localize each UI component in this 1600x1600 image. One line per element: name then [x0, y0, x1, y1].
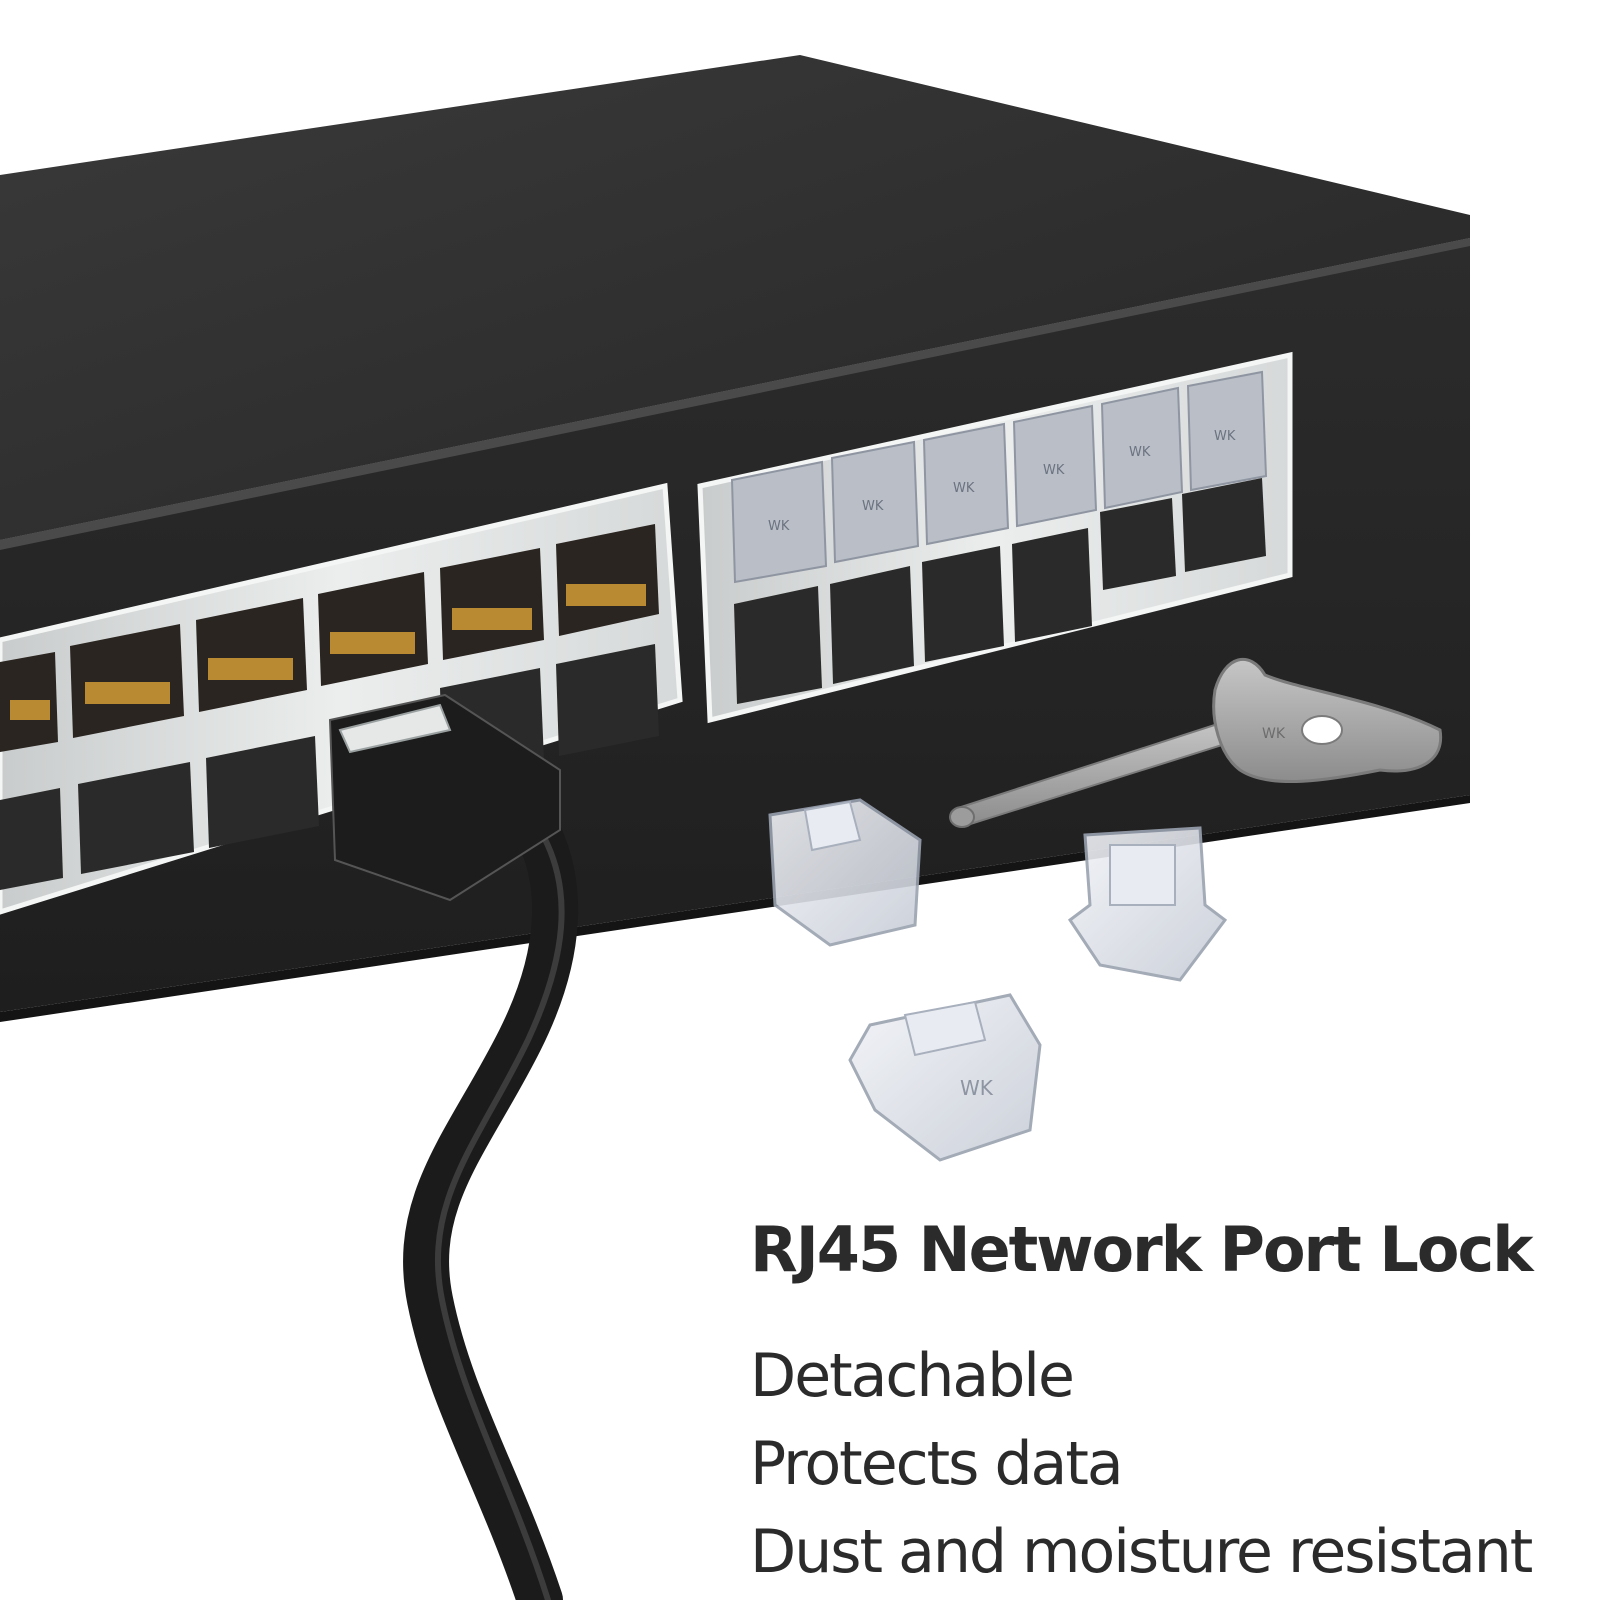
- gold-contacts: [330, 632, 415, 654]
- gold-contacts: [452, 608, 532, 630]
- key-brand-mark: WK: [1262, 726, 1286, 742]
- feature-detachable: Detachable: [750, 1341, 1075, 1411]
- feature-protects-data: Protects data: [750, 1429, 1124, 1499]
- gold-contacts: [566, 584, 646, 606]
- port-lock-inserted: [1012, 404, 1098, 528]
- loose-port-lock-bottom: WK: [848, 993, 1042, 1162]
- lock-latch: [803, 800, 862, 852]
- port-lock-inserted: [1186, 370, 1268, 492]
- key-tip: [949, 806, 975, 828]
- rj45-port: [1100, 498, 1176, 590]
- rj45-port: [922, 546, 1004, 662]
- lock-brand-mark: WK: [953, 481, 975, 496]
- gold-contacts: [208, 658, 293, 680]
- cable-wire-highlight: [435, 827, 565, 1600]
- rj45-plug-boot: [328, 693, 561, 902]
- rj45-port: [70, 624, 184, 738]
- rj45-port: [440, 548, 544, 660]
- left-upper-port-row: [0, 524, 659, 752]
- loose-port-lock-side: [1067, 826, 1228, 982]
- left-port-panel: [0, 482, 683, 915]
- lock-latch: [903, 1000, 987, 1057]
- gold-contacts: [85, 682, 170, 704]
- lock-brand-mark: WK: [768, 519, 790, 534]
- rj45-plug-clip: [338, 703, 452, 754]
- product-headline: RJ45 Network Port Lock: [750, 1213, 1533, 1286]
- rj45-port: [318, 572, 428, 686]
- switch-front-edge-highlight: [0, 238, 1470, 550]
- feature-dust-moisture: Dust and moisture resistant: [750, 1517, 1533, 1587]
- switch-top-surface: [0, 55, 1470, 540]
- rj45-port: [556, 524, 659, 636]
- release-key: WK: [949, 657, 1443, 828]
- rj45-port: [830, 566, 914, 684]
- ethernet-cable: [328, 693, 579, 1600]
- lock-body: [768, 798, 922, 947]
- lock-brand-marks: WK WK WK WK WK WK: [768, 429, 1236, 534]
- port-lock-inserted: [830, 440, 920, 564]
- rj45-port: [78, 762, 194, 874]
- rj45-port: [206, 736, 319, 848]
- rj45-port: [734, 586, 822, 704]
- lock-brand-mark: WK: [960, 1076, 994, 1100]
- right-port-panel: WK WK WK WK WK WK: [697, 351, 1293, 724]
- cable-wire: [403, 792, 579, 1600]
- right-lower-port-row: [734, 528, 1092, 704]
- port-lock-inserted: [922, 422, 1010, 546]
- rj45-port: [196, 598, 307, 712]
- lock-body: [848, 993, 1042, 1162]
- rj45-port: [1012, 528, 1092, 642]
- lock-brand-mark: WK: [1043, 463, 1065, 478]
- lock-brand-mark: WK: [1129, 445, 1151, 460]
- port-lock-inserted: [1100, 386, 1184, 510]
- lock-brand-mark: WK: [1214, 429, 1236, 444]
- port-lock-inserted: [730, 460, 828, 584]
- gold-contacts: [10, 700, 50, 720]
- key-ring-hole: [1301, 715, 1343, 745]
- lock-latch: [1109, 844, 1176, 906]
- rj45-port: [0, 788, 63, 890]
- loose-port-lock-front: [768, 798, 922, 947]
- lock-brand-mark: WK: [862, 499, 884, 514]
- rj45-port: [556, 644, 659, 756]
- locked-port-row: [730, 370, 1268, 584]
- port-gold-contacts: [10, 584, 646, 720]
- rj45-port: [1182, 478, 1266, 572]
